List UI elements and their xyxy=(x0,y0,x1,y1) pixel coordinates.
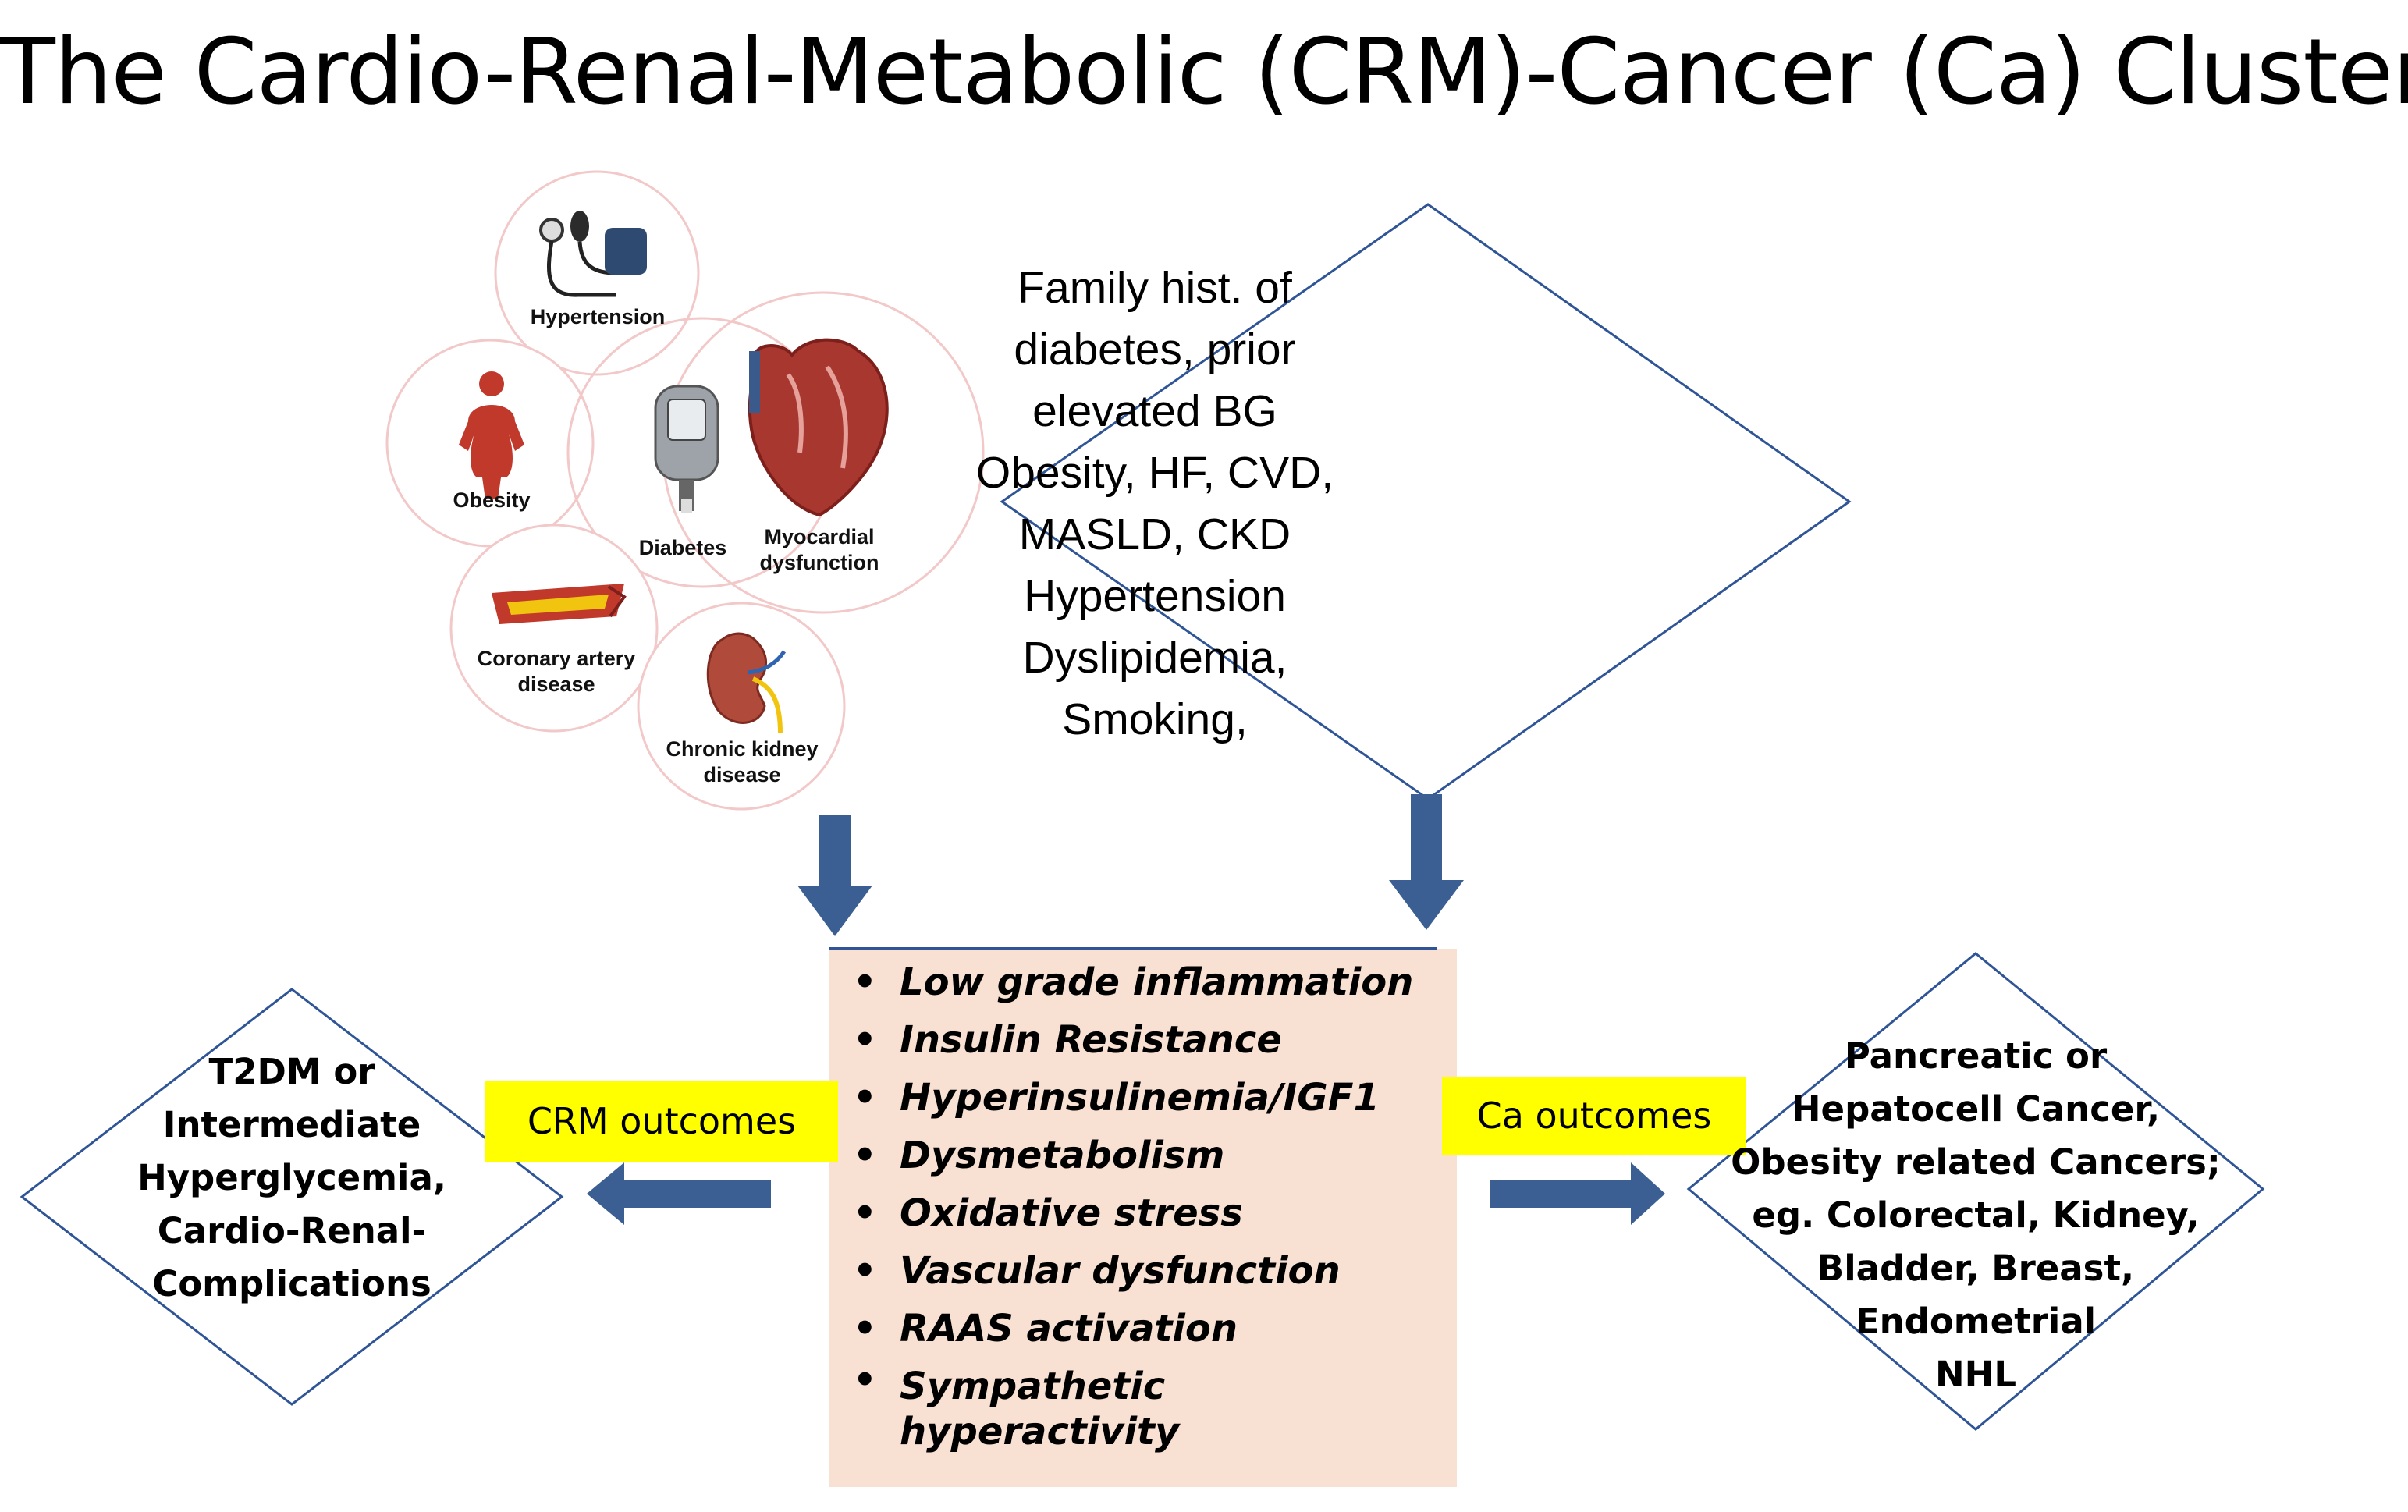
ckd-label-line2: disease xyxy=(703,763,781,786)
obesity-icon xyxy=(459,371,524,499)
risk-factor-line: MASLD, CKD xyxy=(1018,509,1291,559)
ca-outcome-line: Hepatocell Cancer, xyxy=(1791,1088,2161,1130)
mechanism-item: RAAS activation xyxy=(847,1300,1413,1358)
myocardial-label-line1: Myocardial xyxy=(764,525,875,548)
page-title: The Cardio-Renal-Metabolic (CRM)-Cancer … xyxy=(0,20,2408,125)
hypertension-label: Hypertension xyxy=(530,305,666,328)
crm-left-arrow xyxy=(587,1162,771,1225)
crm-outcomes-label: CRM outcomes xyxy=(485,1081,838,1162)
crm-outcomes-text: T2DM or Intermediate Hyperglycemia, Card… xyxy=(136,1045,448,1311)
coronary-label-line2: disease xyxy=(517,673,595,696)
risk-factors-down-arrow xyxy=(1389,794,1464,930)
ca-outcome-line: Bladder, Breast, xyxy=(1817,1248,2135,1289)
mechanisms-box-top-border xyxy=(829,947,1437,950)
crm-outcomes-diamond xyxy=(20,988,564,1406)
mechanism-item: Oxidative stress xyxy=(847,1184,1413,1242)
mechanism-item: Hyperinsulinemia/IGF1 xyxy=(847,1069,1413,1127)
coronary-circle xyxy=(449,524,659,733)
ca-right-arrow xyxy=(1490,1162,1665,1225)
mechanism-item: Sympathetic hyperactivity xyxy=(847,1358,1337,1454)
kidney-icon xyxy=(706,632,787,734)
mechanism-item: Dysmetabolism xyxy=(847,1127,1413,1184)
ca-outcome-line: eg. Colorectal, Kidney, xyxy=(1752,1194,2200,1236)
diabetes-label: Diabetes xyxy=(638,536,727,559)
coronary-label-line1: Coronary artery xyxy=(477,647,636,670)
ckd-label-line1: Chronic kidney xyxy=(666,737,819,761)
cluster-down-arrow xyxy=(797,815,872,936)
ca-outcomes-diamond xyxy=(1686,952,2265,1431)
risk-factor-line: Hypertension xyxy=(1024,571,1286,621)
risk-factor-line: diabetes, prior xyxy=(1014,325,1296,374)
mechanism-item: Low grade inflammation xyxy=(847,953,1413,1011)
risk-factors-text: Family hist. of diabetes, prior elevated… xyxy=(882,257,1428,751)
risk-factor-line: Obesity, HF, CVD, xyxy=(975,448,1334,498)
ca-outcome-line: Obesity related Cancers; xyxy=(1731,1141,2221,1183)
crm-outcome-line: Cardio-Renal- xyxy=(157,1210,427,1251)
ca-outcome-line: Pancreatic or xyxy=(1844,1035,2108,1077)
crm-outcome-line: Intermediate xyxy=(162,1104,421,1145)
mechanisms-list: Low grade inflammation Insulin Resistanc… xyxy=(847,953,1413,1454)
blood-pressure-icon xyxy=(539,211,647,297)
crm-outcome-line: Complications xyxy=(152,1263,432,1304)
artery-icon xyxy=(492,584,627,624)
ca-outcomes-text: Pancreatic or Hepatocell Cancer, Obesity… xyxy=(1726,1030,2225,1401)
ca-outcome-line: NHL xyxy=(1935,1354,2016,1395)
crm-outcome-line: Hyperglycemia, xyxy=(137,1157,446,1198)
risk-factor-line: elevated BG xyxy=(1032,386,1277,436)
glucose-meter-icon xyxy=(654,385,719,513)
risk-factor-line: Family hist. of xyxy=(1018,263,1292,313)
risk-factor-line: Dyslipidemia, xyxy=(1022,633,1287,683)
risk-factor-line: Smoking, xyxy=(1062,694,1248,744)
obesity-label: Obesity xyxy=(453,488,531,512)
crm-outcome-line: T2DM or xyxy=(208,1051,375,1092)
myocardial-label-line2: dysfunction xyxy=(759,551,879,574)
mechanism-item: Insulin Resistance xyxy=(847,1011,1413,1069)
hypertension-circle xyxy=(494,170,700,376)
mechanism-item: Vascular dysfunction xyxy=(847,1242,1413,1300)
ca-outcome-line: Endometrial xyxy=(1855,1301,2097,1342)
ca-outcomes-label: Ca outcomes xyxy=(1442,1077,1746,1155)
heart-icon xyxy=(748,338,889,517)
